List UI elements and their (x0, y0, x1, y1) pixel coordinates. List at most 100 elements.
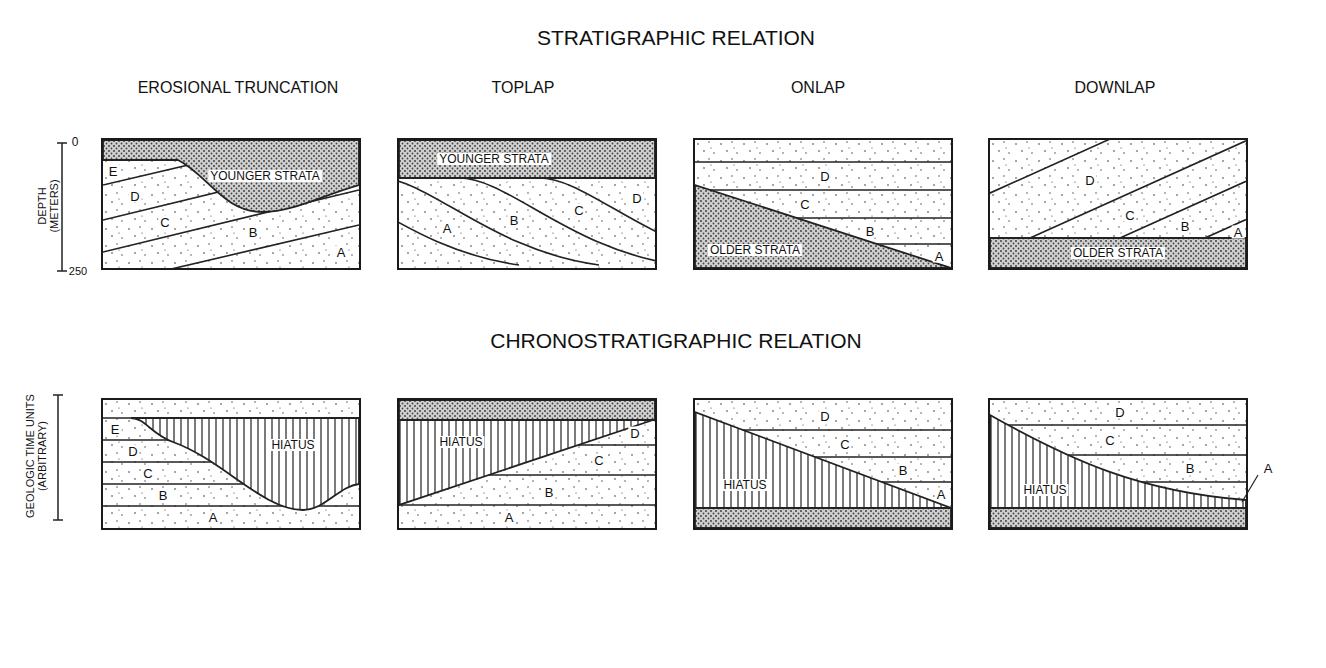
column-heading: ONLAP (791, 79, 845, 97)
strata-texture (695, 400, 951, 528)
older-strata (990, 508, 1246, 528)
strata-texture (103, 140, 359, 268)
stratigraphic-panel: EYOUNGER STRATADCBA (101, 138, 361, 270)
strata-group (103, 400, 359, 528)
column-heading: TOPLAP (492, 79, 555, 97)
section-heading: CHRONOSTRATIGRAPHIC RELATION (490, 329, 861, 352)
unit-letter: E (107, 165, 120, 178)
hiatus (695, 412, 951, 508)
hiatus (131, 418, 359, 510)
unit-letter: D (628, 427, 641, 440)
unit-label: YOUNGER STRATA (437, 153, 551, 165)
younger-strata (399, 140, 655, 178)
strata-group (399, 400, 655, 528)
unit-letter: C (1123, 209, 1136, 222)
leader-line (1242, 475, 1258, 502)
older-strata (990, 508, 1246, 528)
strata-group (990, 400, 1246, 528)
hiatus (131, 418, 359, 510)
older-strata (695, 508, 951, 528)
younger-strata (399, 140, 655, 178)
strata-texture (399, 400, 655, 528)
hiatus (695, 412, 951, 508)
unit-letter: C (1103, 434, 1116, 447)
strata-drawing (103, 140, 359, 268)
younger-strata (399, 400, 655, 420)
unit-letter: B (897, 464, 910, 477)
overlay-group (1242, 475, 1258, 502)
clinoform (539, 178, 655, 265)
strata-texture (695, 140, 951, 268)
unit-letter: B (1179, 220, 1192, 233)
axis-label: DEPTH (METERS) (36, 171, 60, 241)
younger-strata (103, 140, 359, 212)
stratum-boundary (695, 161, 951, 162)
unit-letter: D (818, 170, 831, 183)
unit-label: HIATUS (721, 479, 768, 491)
unit-letter: B (864, 225, 877, 238)
strata-texture (990, 400, 1246, 528)
stratigraphic-panel: YOUNGER STRATA A B C D (397, 138, 657, 270)
unit-letter: C (798, 198, 811, 211)
hiatus (399, 420, 653, 505)
hiatus (990, 415, 1246, 508)
unit-letter: D (630, 192, 643, 205)
strata-group (103, 140, 359, 268)
unit-letter: B (247, 226, 260, 239)
strata-drawing (990, 400, 1246, 528)
unit-letter: C (572, 204, 585, 217)
unit-letter: A (933, 250, 946, 263)
stratum-boundary (990, 140, 1246, 238)
strata-drawing (399, 400, 655, 528)
column-heading: DOWNLAP (1075, 79, 1156, 97)
unit-letter: C (592, 454, 605, 467)
older-strata (695, 185, 951, 268)
strata-group (695, 140, 951, 268)
chronostratigraphic-panel: HIATUSDCBA (397, 398, 657, 530)
unit-letter: E (109, 423, 122, 436)
chronostratigraphic-panel: EHIATUSDCBA (101, 398, 361, 530)
stratum-boundary (1205, 220, 1246, 238)
stratum-boundary (695, 189, 951, 190)
hiatus (990, 415, 1246, 508)
clinoform (459, 178, 655, 265)
unit-letter: C (158, 216, 171, 229)
unit-letter: A (1232, 226, 1245, 239)
unit-letter: A (935, 488, 948, 501)
unit-label: OLDER STRATA (1071, 247, 1165, 259)
older-strata (695, 508, 951, 528)
stratum-boundary (990, 424, 1246, 425)
unit-letter: D (126, 445, 139, 458)
older-strata (695, 185, 951, 268)
unit-label: OLDER STRATA (708, 244, 802, 256)
chronostratigraphic-panel: D C B HIATUS A (693, 398, 953, 530)
clinoform (399, 178, 599, 265)
unit-letter: B (1184, 462, 1197, 475)
stratum-boundary (399, 504, 655, 505)
unit-letter: C (838, 438, 851, 451)
unit-letter: A (1262, 462, 1275, 475)
strata-drawing (103, 400, 359, 528)
stratum-boundary (1120, 181, 1246, 238)
older-strata (990, 238, 1246, 268)
stratum-boundary (103, 225, 359, 268)
unit-letter: D (1113, 406, 1126, 419)
unit-letter: D (1083, 174, 1096, 187)
axis-tick: 250 (69, 265, 87, 277)
unit-letter: B (543, 486, 556, 499)
stratigraphic-panel: D C B A OLDER STRATA (988, 138, 1248, 270)
hiatus (399, 420, 653, 505)
unit-letter: D (818, 410, 831, 423)
axis-tick: 0 (72, 136, 79, 149)
strata-group (399, 140, 655, 268)
unit-label: HIATUS (1021, 484, 1068, 496)
younger-strata (399, 400, 655, 420)
strata-group (990, 140, 1246, 268)
older-strata (990, 238, 1246, 268)
unit-letter: B (508, 214, 521, 227)
younger-strata (103, 140, 359, 212)
strata-texture (103, 400, 359, 528)
chronostratigraphic-panel: DCBHIATUSA (988, 398, 1248, 530)
axis-label: GEOLOGIC TIME UNITS (ARBITRARY) (24, 371, 48, 541)
unit-letter: A (441, 222, 454, 235)
